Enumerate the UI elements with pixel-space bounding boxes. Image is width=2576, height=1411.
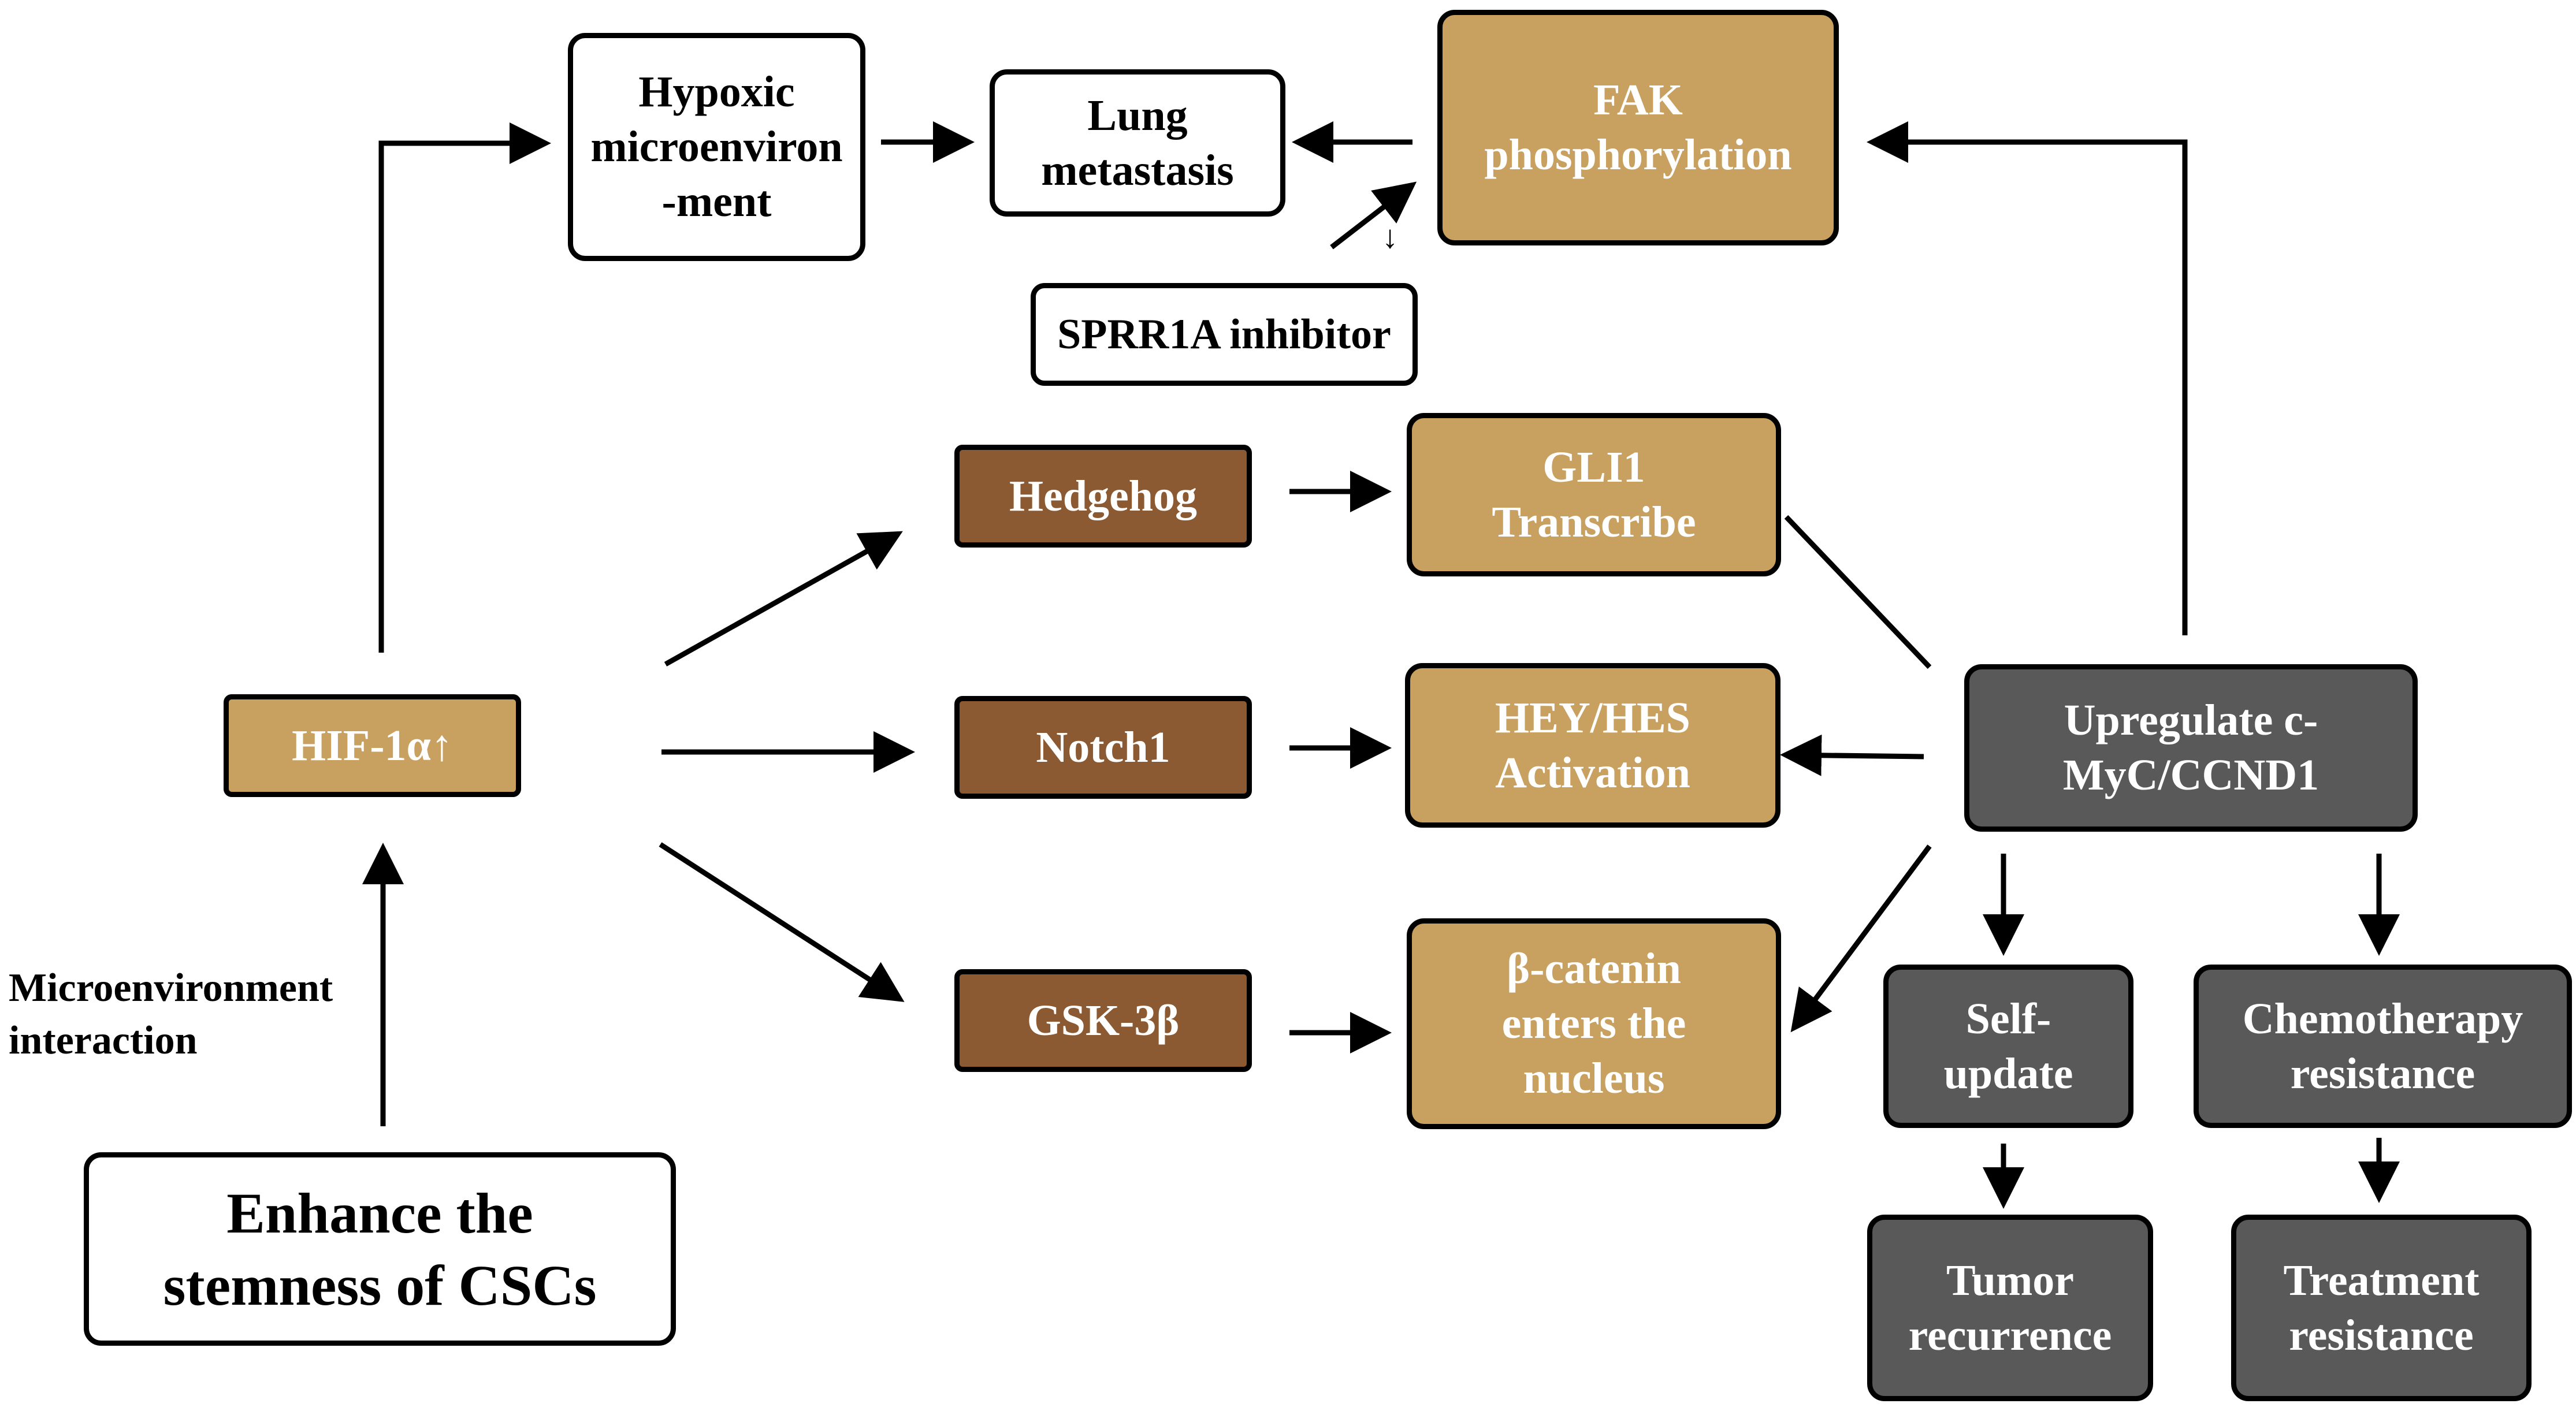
sprr1a-inhibitor-label: SPRR1A inhibitor: [1057, 310, 1391, 358]
lung-metastasis-node: Lung metastasis: [990, 69, 1285, 217]
notch1-label: Notch1: [1036, 723, 1170, 772]
gli1-label: GLI1 Transcribe: [1492, 442, 1696, 546]
arrow-sprr1a-to-fak: [1330, 181, 1417, 250]
heyhes-label: HEY/HES Activation: [1495, 693, 1690, 797]
gli1-node: GLI1 Transcribe: [1407, 413, 1781, 576]
line-gli1-to-upregulate: [1784, 515, 1932, 669]
arrow-hif-to-gsk: [659, 842, 905, 1002]
fak-node: FAK phosphorylation: [1437, 10, 1839, 245]
arrow-upregulate-to-heyhes: [1780, 734, 1924, 776]
hypoxic-node: Hypoxic microenviron -ment: [568, 33, 865, 261]
treatment-resistance-node: Treatment resistance: [2231, 1215, 2532, 1401]
hedgehog-node: Hedgehog: [954, 445, 1252, 548]
self-update-label: Self-update: [1943, 994, 2073, 1098]
arrow-hif-to-hedgehog: [664, 531, 903, 667]
upregulate-node: Upregulate c-MyC/CCND1: [1964, 664, 2418, 832]
arrow-hif-to-hypoxic: [378, 122, 551, 653]
enhance-stemness-node: Enhance the stemness of CSCs: [84, 1152, 676, 1346]
treatment-resistance-label: Treatment resistance: [2283, 1256, 2480, 1360]
notch1-node: Notch1: [954, 696, 1252, 799]
arrow-upregulate-to-fak: [1867, 121, 2188, 635]
lung-metastasis-label: Lung metastasis: [1041, 91, 1234, 195]
hif-label: HIF-1α↑: [292, 721, 453, 770]
hif-node: HIF-1α↑: [224, 694, 521, 797]
beta-catenin-node: β-catenin enters the nucleus: [1407, 918, 1781, 1129]
tumor-recurrence-node: Tumor recurrence: [1867, 1215, 2153, 1401]
hypoxic-label: Hypoxic microenviron -ment: [590, 68, 843, 226]
enhance-stemness-label: Enhance the stemness of CSCs: [163, 1181, 597, 1317]
small-down-arrow: ↓: [1382, 219, 1398, 255]
gsk3b-label: GSK-3β: [1027, 996, 1180, 1045]
heyhes-node: HEY/HES Activation: [1405, 663, 1780, 828]
hedgehog-label: Hedgehog: [1009, 471, 1198, 520]
gsk3b-node: GSK-3β: [954, 969, 1252, 1072]
self-update-node: Self-update: [1883, 965, 2133, 1128]
arrow-upregulate-to-catenin: [1790, 844, 1932, 1033]
upregulate-label: Upregulate c-MyC/CCND1: [2062, 696, 2319, 799]
microenvironment-interaction-label: Microenvironment interaction: [9, 966, 333, 1063]
beta-catenin-label: β-catenin enters the nucleus: [1501, 944, 1686, 1103]
chemotherapy-resistance-node: Chemotherapy resistance: [2194, 965, 2572, 1128]
fak-label: FAK phosphorylation: [1484, 76, 1792, 179]
tumor-recurrence-label: Tumor recurrence: [1908, 1256, 2112, 1360]
chemotherapy-resistance-label: Chemotherapy resistance: [2242, 994, 2523, 1098]
sprr1a-inhibitor-node: SPRR1A inhibitor: [1031, 283, 1418, 386]
